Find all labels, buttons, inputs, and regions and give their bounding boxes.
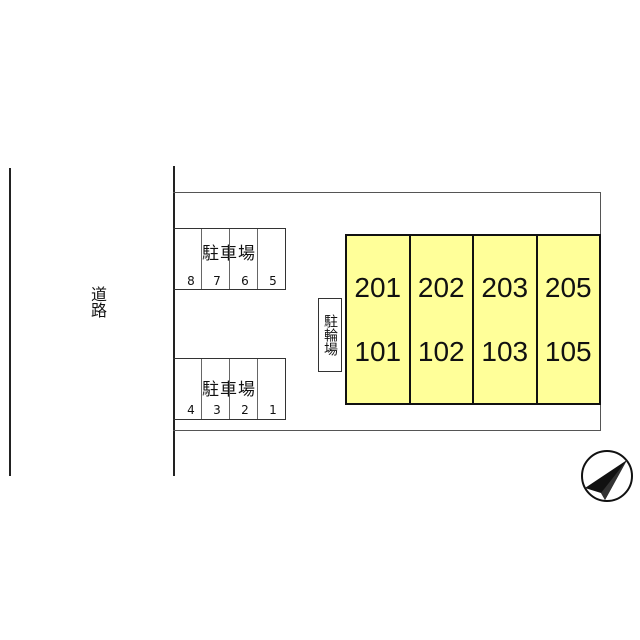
parking-slot-divider <box>257 229 285 289</box>
parking-slot-number: 6 <box>241 274 249 288</box>
unit-number-lower: 101 <box>354 336 402 367</box>
parking-slot-divider <box>201 359 229 419</box>
unit-number-lower: 102 <box>417 336 465 367</box>
parking-slot-number: 8 <box>187 274 195 288</box>
unit-column: 201 101 <box>347 236 411 403</box>
parking-slot-number: 1 <box>269 403 277 417</box>
unit-number-upper: 205 <box>544 272 592 303</box>
parking-slot-number: 3 <box>213 403 221 417</box>
parking-slot-number: 5 <box>269 274 277 288</box>
road-edge-line <box>9 168 11 476</box>
parking-label-top: 駐車場 <box>202 244 256 264</box>
parking-slot-divider <box>201 229 229 289</box>
parking-slot-number: 4 <box>187 403 195 417</box>
bicycle-parking-label: 駐輪場 <box>318 298 342 372</box>
parking-slot-divider <box>229 359 257 419</box>
north-arrow-icon <box>581 450 633 502</box>
building: 201 101 202 102 203 103 205 105 <box>345 234 601 405</box>
unit-column: 203 103 <box>474 236 538 403</box>
unit-number-upper: 203 <box>481 272 529 303</box>
parking-label-bottom: 駐車場 <box>202 380 256 400</box>
site-boundary-left <box>173 166 175 476</box>
unit-column: 205 105 <box>538 236 600 403</box>
unit-number-upper: 201 <box>354 272 402 303</box>
unit-number-lower: 105 <box>544 336 592 367</box>
parking-area-bottom: 駐車場 4 3 2 1 <box>173 358 286 420</box>
parking-area-top: 駐車場 8 7 6 5 <box>173 228 286 290</box>
unit-number-upper: 202 <box>417 272 465 303</box>
road-label: 道路 <box>88 286 107 318</box>
parking-slot-divider <box>229 229 257 289</box>
unit-number-lower: 103 <box>481 336 529 367</box>
parking-slot-number: 7 <box>213 274 221 288</box>
parking-slot-number: 2 <box>241 403 249 417</box>
parking-slot-divider <box>257 359 285 419</box>
unit-column: 202 102 <box>411 236 474 403</box>
